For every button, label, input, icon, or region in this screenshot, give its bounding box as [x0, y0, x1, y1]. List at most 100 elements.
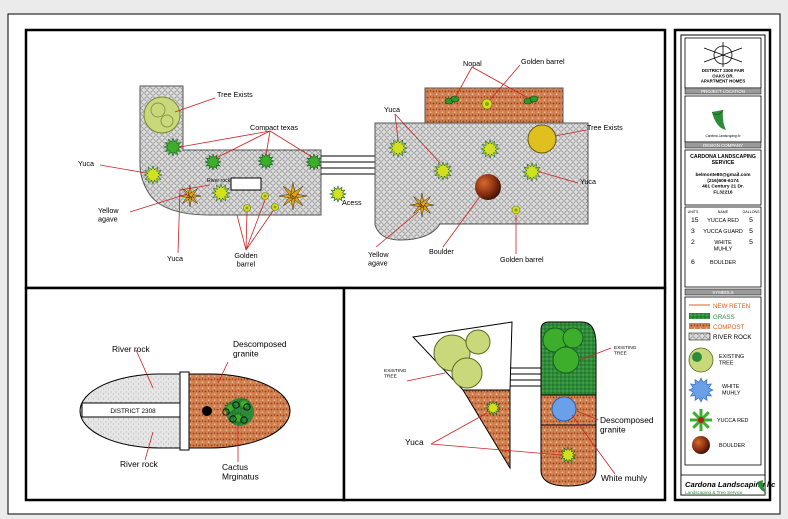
- table-cell-gallons: 5: [749, 239, 753, 246]
- yellow-agave-plant: [178, 184, 202, 208]
- yuca-plant: [522, 162, 542, 182]
- table-header: UNITS: [688, 210, 699, 214]
- leader-yuca: [430, 412, 488, 445]
- label-yuca-bottom-left: Yuca: [167, 254, 183, 263]
- design-company-caption: DESIGN COMPANY: [703, 143, 743, 148]
- table-cell-name: BOULDER: [710, 260, 736, 266]
- label-boulder: Boulder: [429, 247, 454, 256]
- leader-yuca-right: [539, 171, 579, 184]
- yuca-plant: [480, 139, 500, 159]
- leader-river-rock-bottom: [144, 431, 154, 461]
- yellow-agave-plant: [278, 181, 308, 211]
- golden-barrel-plant: [261, 192, 269, 200]
- legend-grass-swatch: [689, 313, 710, 319]
- boulder-small: [202, 406, 212, 416]
- label-river-rock-bottom: River rock: [120, 459, 159, 469]
- cactus-marginatus-plant: [237, 397, 251, 411]
- leader-barrel-left: [245, 199, 266, 251]
- leader-river-rock-top: [135, 349, 154, 389]
- cactus-marker: [232, 401, 240, 409]
- access-walkway: [321, 155, 375, 175]
- cactus-marker: [222, 408, 230, 416]
- tree-exists-right: [527, 124, 557, 154]
- location-map-icon: [703, 42, 743, 67]
- legend-yucca-red-icon: [690, 409, 712, 431]
- golden-barrel-plant: [481, 98, 493, 110]
- golden-barrel-plant: [511, 205, 521, 215]
- boulder: [475, 174, 501, 200]
- right-walkway: [510, 367, 541, 387]
- label-district: DISTRICT 2308: [110, 408, 156, 415]
- footer-tagline: Landscaping & Tree Service: [685, 490, 743, 495]
- symbols-caption: SYMBOLS: [712, 290, 733, 295]
- golden-barrel-plant: [271, 203, 279, 211]
- tree-exists-left: [143, 96, 181, 134]
- white-muhly-plant: [551, 396, 577, 422]
- leader-granite-right: [576, 410, 599, 421]
- compact-texas-plant: [257, 152, 275, 170]
- leader-nopal: [454, 66, 473, 99]
- table-cell-units: 15: [691, 217, 699, 224]
- yuca-plant: [388, 138, 408, 158]
- yuca-plant: [211, 183, 231, 203]
- leader-yuca-bottom: [177, 184, 211, 254]
- label-yuca-left: Yuca: [78, 159, 94, 168]
- leader-existing-tree-right: [579, 347, 612, 361]
- compact-texas-plant: [204, 153, 222, 171]
- label-tree-exists-left: Tree Exists: [217, 90, 253, 99]
- legend-existing-tree-icon: [688, 347, 714, 373]
- leader-yuca-right-top: [394, 113, 399, 141]
- divider-post: [179, 371, 190, 451]
- leader-granite: [217, 361, 229, 384]
- table-cell-units: 2: [691, 239, 695, 246]
- leader-existing-tree-left: [406, 372, 446, 382]
- table-cell-name: YUCCA RED: [707, 218, 739, 224]
- table-cell-units: 3: [691, 228, 695, 235]
- triangle-granite-bed: [462, 389, 511, 470]
- leader-agave-right: [375, 211, 419, 248]
- leader-barrel-left: [245, 210, 274, 251]
- label-yuca-right: Yuca: [580, 177, 596, 186]
- label-river-rock-top: River rock: [112, 344, 151, 354]
- legend-compost-swatch: [689, 323, 710, 329]
- yuca-plant: [329, 185, 347, 203]
- cactus-marker: [240, 416, 248, 424]
- label-tree-exists-right: Tree Exists: [587, 123, 623, 132]
- leader-compact: [215, 130, 271, 159]
- label-compact-texas: Compact texas: [250, 123, 298, 132]
- cactus-marker: [243, 403, 251, 411]
- legend-label: NEW RETEN: [713, 303, 750, 310]
- table-cell-units: 6: [691, 259, 695, 266]
- table-header: NAME: [718, 210, 729, 214]
- legend-label: BOULDER: [719, 443, 745, 449]
- label-river-rock: River rock: [207, 178, 231, 184]
- leader-white-muhly: [571, 414, 616, 475]
- footer-leaf-icon: [757, 480, 766, 492]
- leader-tree-right: [554, 129, 587, 137]
- cactus-marginatus-plant: [231, 411, 245, 425]
- leader-yuca-right-top: [394, 113, 441, 164]
- label-yuca: Yuca: [405, 437, 424, 447]
- label-golden-barrel-top: Golden barrel: [521, 57, 565, 66]
- leader-boulder: [442, 194, 482, 248]
- leader-yuca-left: [99, 164, 147, 174]
- leader-barrel-top: [489, 64, 521, 101]
- leader-agave-left: [129, 193, 188, 213]
- compact-texas-plant: [163, 137, 183, 157]
- label-acess: Acess: [342, 198, 362, 207]
- yuca-plant: [143, 165, 163, 185]
